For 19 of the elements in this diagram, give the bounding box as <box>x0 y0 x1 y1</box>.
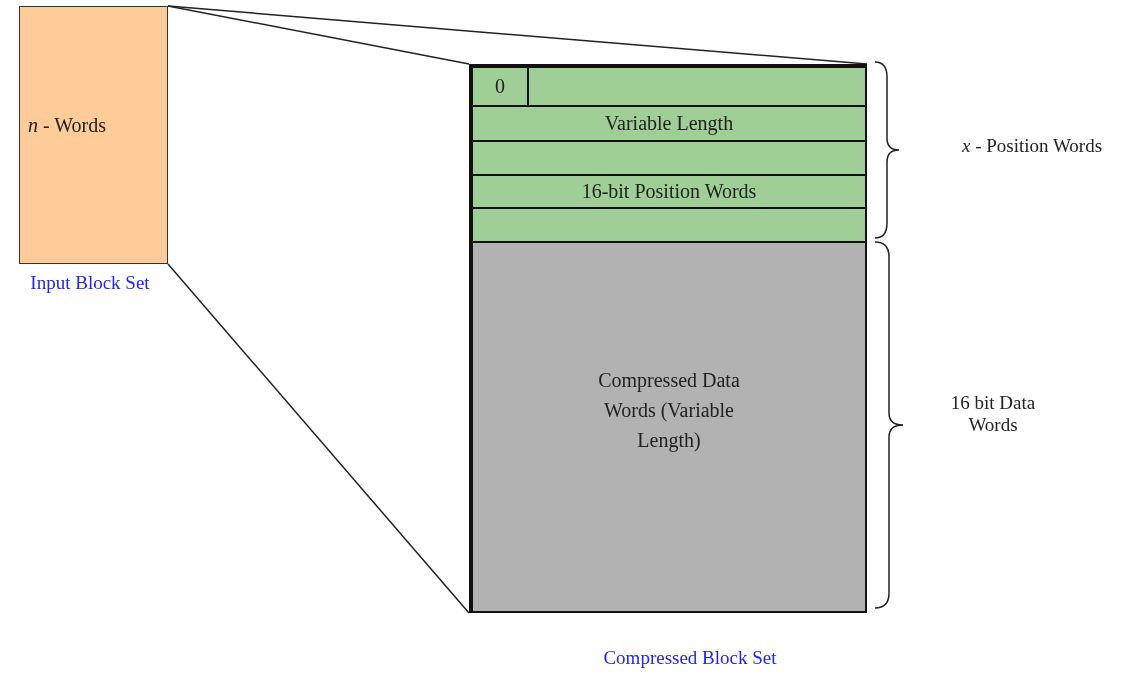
empty-row <box>471 140 867 176</box>
field-row <box>471 174 867 209</box>
block-caption: Input Block Set <box>29 272 151 294</box>
zero-cell <box>471 66 529 107</box>
node-text: 0 <box>495 75 505 98</box>
projection-line <box>167 5 868 65</box>
node-text: n - Words <box>28 113 107 137</box>
field-row <box>471 105 867 142</box>
brace-label: x - Position Words <box>960 135 1104 157</box>
projection-line <box>167 263 470 614</box>
brace-label: 16 bit Data Words <box>949 392 1037 436</box>
block-caption: Compressed Block Set <box>602 647 778 669</box>
compressed-block <box>469 64 867 613</box>
input-block <box>19 6 168 264</box>
node-text: 16-bit Position Words <box>581 180 757 203</box>
projection-line <box>167 5 470 65</box>
node-text: Compressed Data Words (Variable Length) <box>597 368 741 454</box>
node-text: Variable Length <box>604 112 734 135</box>
empty-row <box>471 207 867 243</box>
